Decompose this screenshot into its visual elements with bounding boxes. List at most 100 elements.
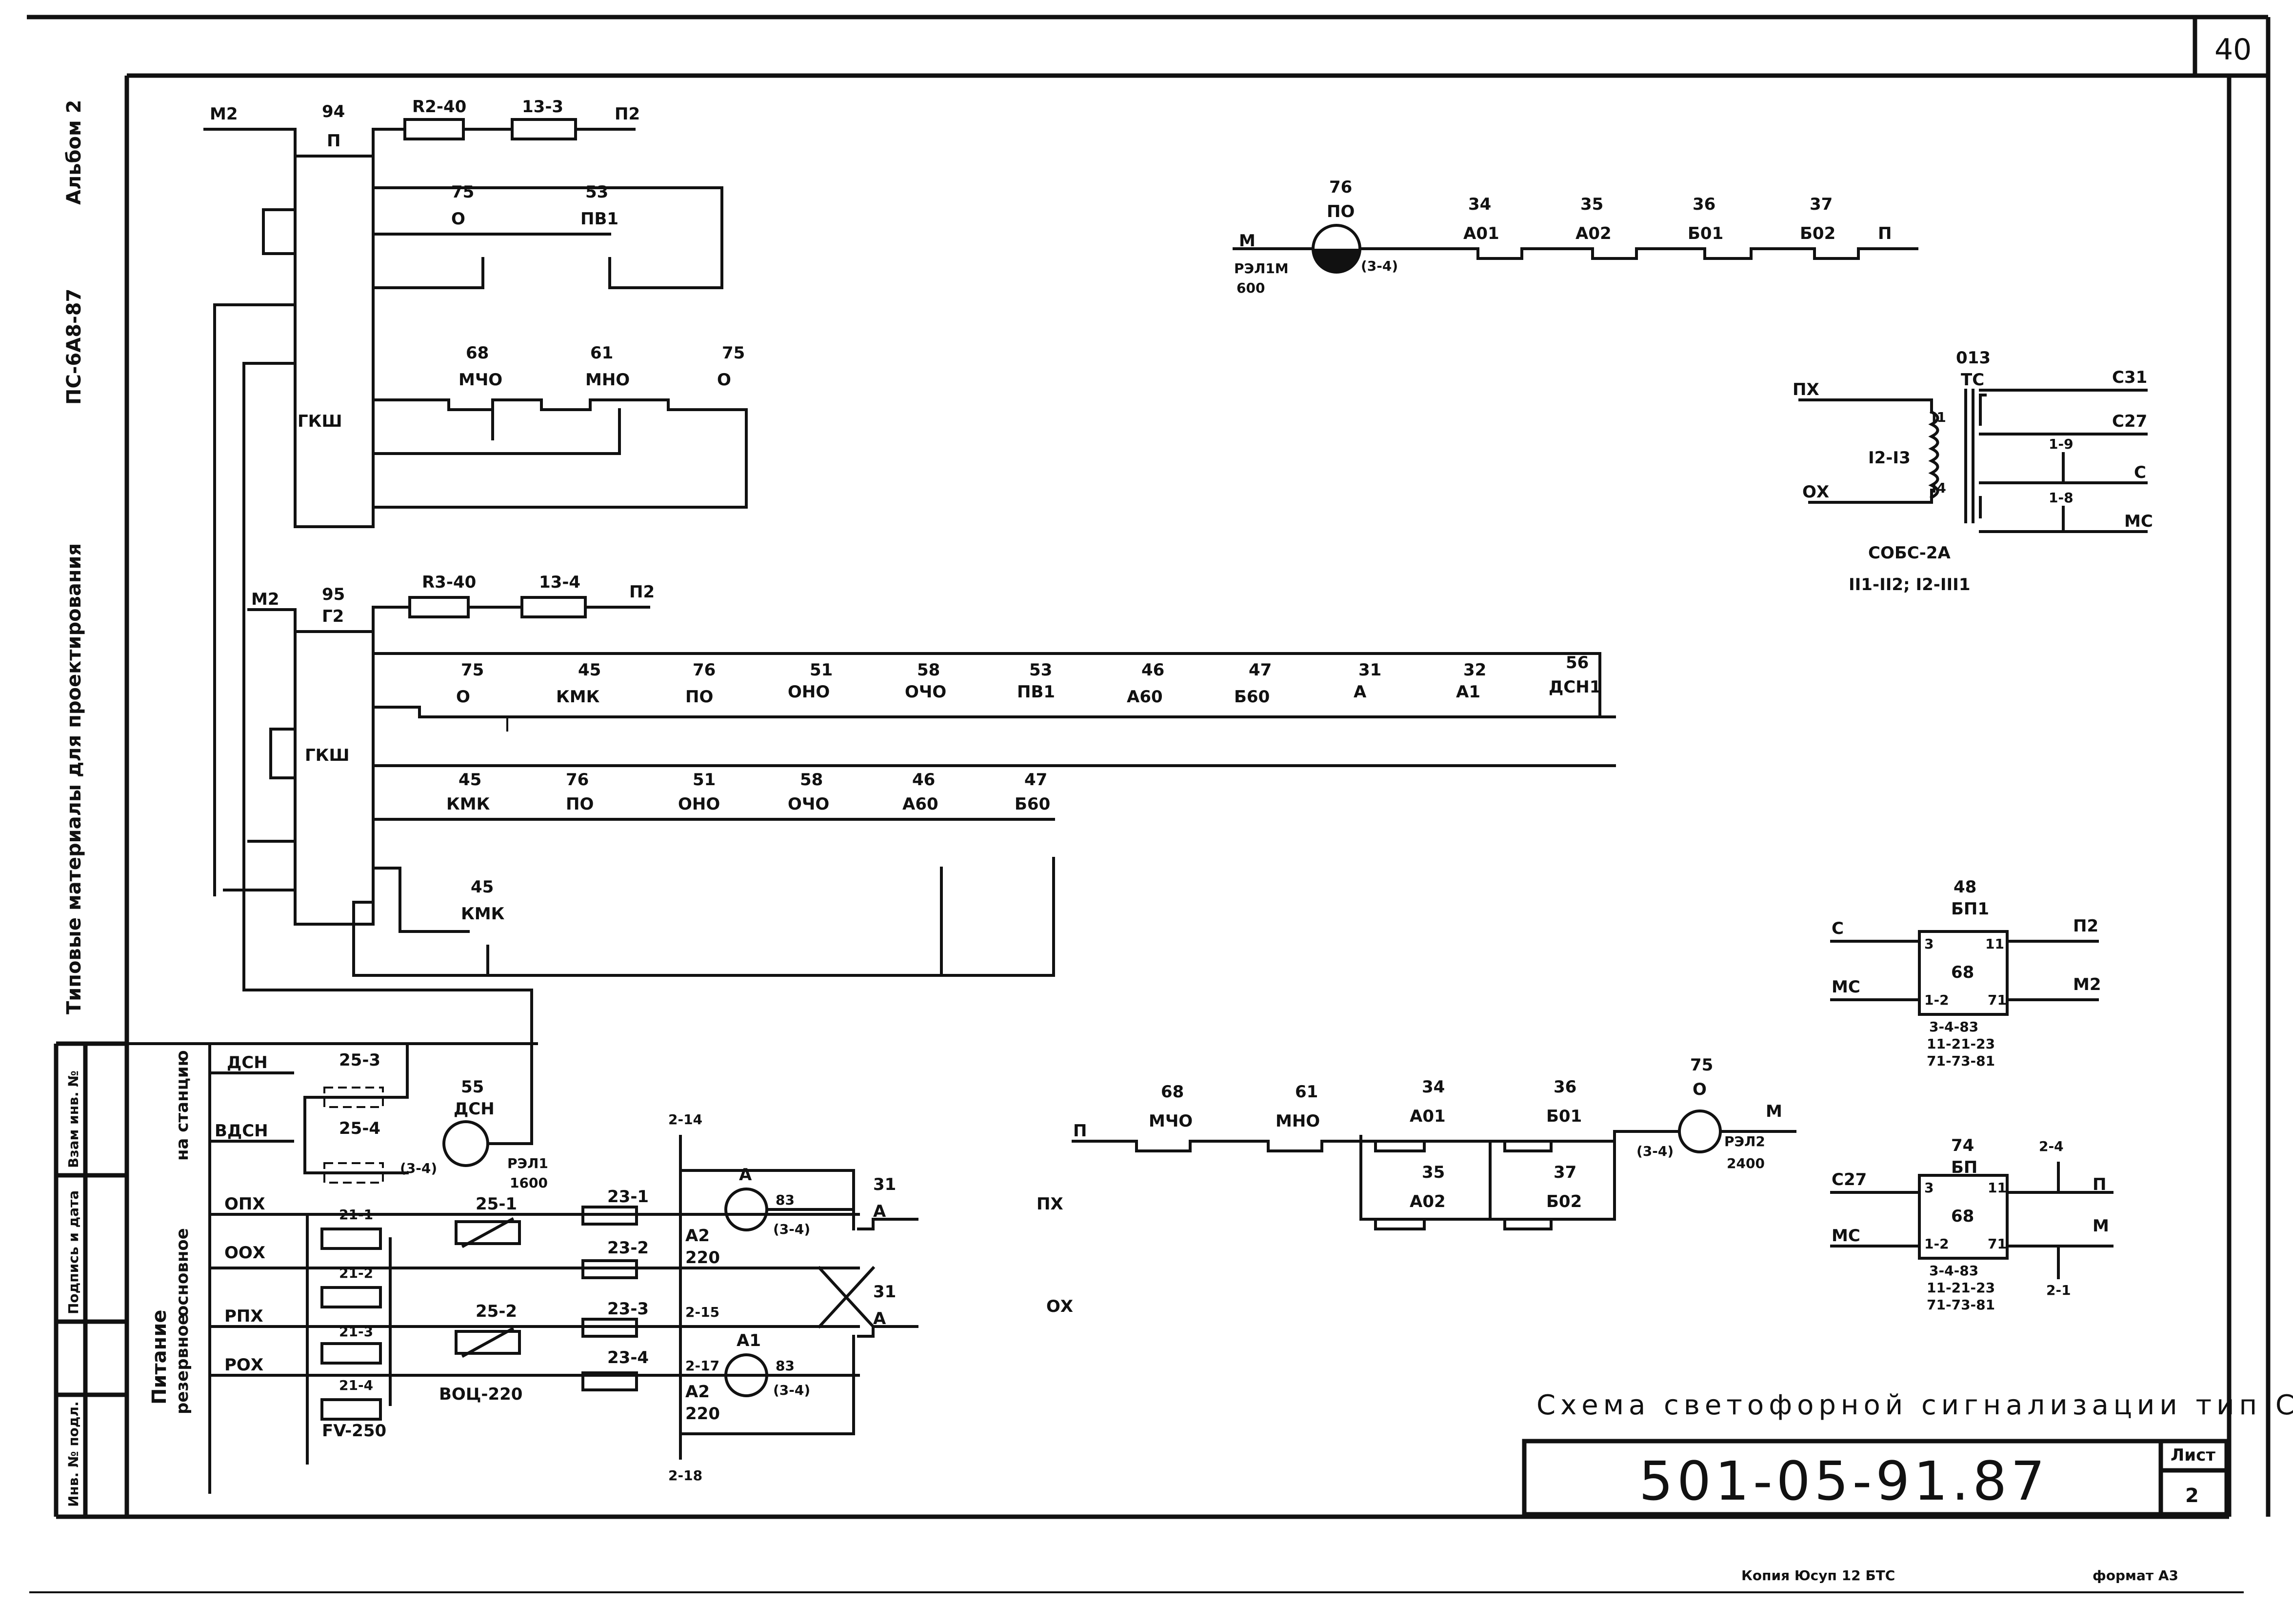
gksh2-row1-c7: А60 (1127, 687, 1163, 707)
gksh2-row1-n1: 75 (461, 660, 484, 680)
gksh1-row2-c1: МЧО (459, 370, 502, 390)
bp-block: 74 БП 68 3 11 1-2 71 С27 МС П М 2-4 2-1 … (1830, 1136, 2114, 1313)
gksh1-right-wire: П2 (615, 104, 640, 124)
term4: 2-18 (668, 1467, 702, 1484)
pwr-row2: ООХ (224, 1243, 265, 1263)
copy-note: Копия Юсуп 12 БТС (1741, 1567, 1895, 1584)
chain-bot-c3n: 34 (1422, 1077, 1445, 1097)
gksh2-row1-c10: А1 (1456, 682, 1480, 702)
amm1-relay: А2 (685, 1226, 710, 1246)
gksh2-pos: 95 (322, 585, 345, 604)
chain-bot-c4n: 36 (1554, 1077, 1576, 1097)
title-block (1522, 1439, 2229, 1517)
gksh2-left-wire: М2 (251, 590, 279, 609)
chain-top-c1n: 34 (1468, 195, 1491, 214)
bp1-left2: МС (1832, 977, 1860, 997)
chain-bot-right: М (1766, 1102, 1782, 1121)
amm1-name: А (739, 1165, 752, 1185)
chain-bot-c3: А01 (1410, 1107, 1446, 1126)
gksh1-row2-n1: 68 (466, 343, 489, 363)
series-title: Типовые материалы для проектирования (63, 543, 85, 1014)
gksh1-row1-c1: О (451, 209, 465, 229)
gksh2-row2-c5: А60 (902, 794, 938, 814)
chain-top-c3n: 36 (1693, 195, 1715, 214)
gksh-block-1: ГКШ М2 94 П R2-40 13-3 П2 О 75 ПВ1 53 МЧ… (203, 97, 748, 1123)
chain-bot-num: 75 (1690, 1055, 1713, 1075)
chain-bot-c6n: 37 (1554, 1163, 1576, 1182)
gksh1-row1-n2: 53 (585, 182, 608, 202)
fuse23-4: 23-4 (607, 1348, 649, 1367)
fuse23-2: 23-2 (607, 1238, 649, 1258)
pwr-row4: РОХ (224, 1355, 263, 1375)
chain-bot-c1n: 68 (1161, 1082, 1184, 1102)
tr-tap1: 1-9 (2049, 436, 2074, 452)
amm2-volt: 220 (685, 1404, 720, 1424)
gksh2-row2-n5: 46 (912, 770, 935, 790)
gksh1-fuse: 13-3 (522, 97, 563, 117)
gksh2-row2-c6: Б60 (1015, 794, 1050, 814)
gksh2-type: Г2 (322, 607, 344, 626)
bp1-name: БП1 (1951, 899, 1989, 919)
gksh2-row2-n1: 45 (459, 770, 481, 790)
chain-top-c1: А01 (1463, 224, 1499, 243)
gksh1-pos: 94 (322, 102, 345, 121)
tr-right-2: С27 (2112, 412, 2147, 431)
ammeter-a (724, 1188, 768, 1231)
gksh2-row2-c2: ПО (566, 794, 594, 814)
fuse23-1: 23-1 (607, 1187, 649, 1207)
gksh2-row2-c4: ОЧО (788, 794, 829, 814)
dsn-fuse: 25-3 (339, 1050, 380, 1070)
bp1-note2: 11-21-23 (1927, 1036, 1995, 1052)
side-labels: Альбом 2 ПС-6А8-87 Типовые материалы для… (63, 100, 192, 1507)
gksh2-row3-n1: 45 (471, 877, 494, 897)
bp-note1: 3-4-83 (1929, 1263, 1978, 1279)
relay-chain-top: 76 ПО М РЭЛ1М 600 (3-4) П 34 А01 35 А02 … (1233, 178, 1918, 296)
series-label: ПС-6А8-87 (63, 289, 85, 405)
tr-left-1: ПХ (1793, 380, 1819, 399)
gksh2-row2-n4: 58 (800, 770, 823, 790)
pwr-fuse4: 21-4 (339, 1377, 373, 1393)
gksh2-row1-c2: КМК (556, 687, 600, 707)
chain-top-num: 76 (1329, 178, 1352, 197)
dsn-relay-tag: (3-4) (400, 1160, 437, 1176)
supply-label: Питание (148, 1310, 171, 1405)
reserve-label: резервное (173, 1314, 192, 1414)
gksh2-row2-c1: КМК (446, 794, 490, 814)
gksh1-type: П (327, 131, 340, 151)
amm1-num: 83 (776, 1192, 795, 1208)
tr-type: СОБС-2А (1868, 543, 1951, 563)
fuse23-3: 23-3 (607, 1299, 649, 1319)
chain-top-c2: А02 (1575, 224, 1612, 243)
bp1-right2: М2 (2073, 975, 2101, 994)
gksh2-row1-n9: 31 (1358, 660, 1381, 680)
chain-top-c3: Б01 (1688, 224, 1723, 243)
chain-top-right: П (1878, 224, 1892, 243)
bp1-pin1: 3 (1924, 936, 1934, 952)
gksh2-row1-c11: ДСН1 (1549, 677, 1601, 697)
gksh2-row2: 45 КМК 76 ПО 51 ОНО 58 ОЧО 46 А60 47 Б60… (446, 770, 1050, 924)
bp-pin2: 11 (1988, 1180, 2007, 1196)
chain-bot-c2n: 61 (1295, 1082, 1318, 1102)
replace-inv-label: Взам инв. № (65, 1070, 81, 1168)
bp-left2: МС (1832, 1226, 1860, 1246)
relay-coil-dsn (442, 1120, 489, 1167)
power-supply: ДСН 25-3 ВДСН 25-4 55 ДСН РЭЛ1 1600 (3-4… (125, 1042, 1073, 1494)
inv-label: Инв. № подл. (65, 1401, 81, 1507)
tr-right-1: С31 (2112, 368, 2147, 387)
bp-right2: М (2093, 1216, 2109, 1236)
chain-bot-c2: МНО (1276, 1111, 1320, 1131)
bp-pin1: 3 (1924, 1180, 1934, 1196)
bp1-num: 48 (1954, 877, 1976, 897)
gksh2-row1-n5: 58 (917, 660, 940, 680)
gksh1-row1-c2: ПВ1 (580, 209, 618, 229)
tr-right-4: МС (2124, 512, 2153, 531)
pwr-row3: РПХ (224, 1307, 263, 1326)
amm2-tag: (3-4) (773, 1382, 810, 1398)
amm1-volt: 220 (685, 1248, 720, 1268)
bp1-pin3: 1-2 (1924, 992, 1949, 1008)
gksh2-right-wire: П2 (629, 582, 655, 602)
gksh2-row1-n6: 53 (1029, 660, 1052, 680)
chain-bot-c5n: 35 (1422, 1163, 1445, 1182)
sign-date-label: Подпись и дата (65, 1190, 81, 1314)
